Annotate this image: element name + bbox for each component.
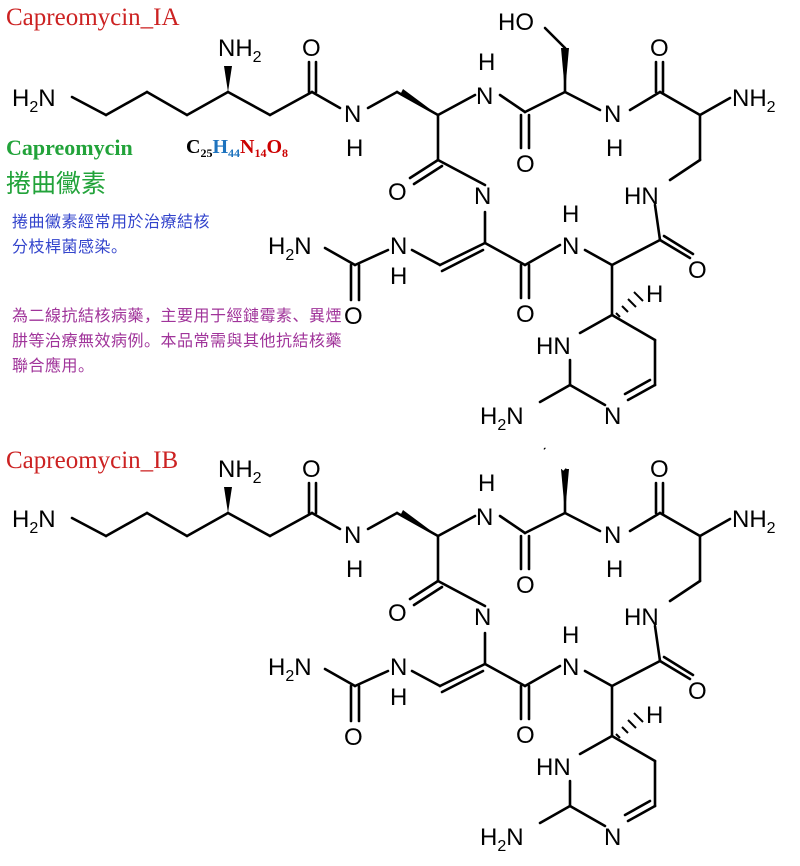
urea-nh-n: N: [390, 654, 407, 681]
drug-name-english: Capreomycin: [6, 135, 133, 160]
ring-oxygen-top: O: [516, 572, 535, 599]
ring-nh-top-h: H: [478, 49, 495, 76]
molecular-formula: C25H44N14O8: [186, 136, 288, 161]
ring-nh-right-n: N: [604, 101, 621, 128]
ring-oxygen-lower-right: O: [688, 678, 707, 705]
right-amine-label: NH2: [732, 506, 776, 537]
amide-hydrogen-label: H: [346, 135, 363, 162]
ring-oxygen-right: O: [650, 35, 669, 62]
amide-nitrogen-label: N: [344, 101, 361, 128]
amide-oxygen-label: O: [302, 35, 321, 62]
atom-labels-ib: H2N NH2 O N H H N O N H O NH2 HN O H N O…: [12, 456, 776, 855]
formula-count-o: 8: [282, 146, 289, 160]
pyrimidine-n-label: N: [604, 403, 621, 430]
amide-hydrogen-label: H: [346, 556, 363, 583]
formula-element-n: N14: [240, 136, 267, 160]
usage-note: 捲曲黴素經常用於治療結核分枝桿菌感染。: [12, 214, 211, 256]
ring-nh-right-h: H: [606, 135, 623, 162]
right-amine-label: NH2: [732, 85, 776, 116]
ring-nh-right-n: N: [604, 522, 621, 549]
urea-nh-n: N: [390, 233, 407, 260]
ring-oxygen-left: O: [388, 179, 407, 206]
drug-name-chinese: 捲曲黴素: [6, 170, 107, 198]
title-capreomycin-ia: Capreomycin_IA: [6, 4, 180, 31]
ring-nh-left-n: N: [474, 604, 491, 631]
ring-nh-top-h: H: [478, 470, 495, 497]
urea-oxygen-label: O: [344, 303, 363, 330]
urea-nh-h: H: [390, 263, 407, 290]
urea-oxygen-label: O: [344, 724, 363, 751]
formula-element-h: H44: [212, 136, 241, 160]
pyrimidine-amine-label: H2N: [480, 403, 524, 434]
stereo-hydrogen: H: [646, 702, 663, 729]
ring-oxygen-bottom: O: [516, 722, 535, 749]
side-amine-label: NH2: [218, 456, 262, 487]
ring-oxygen-top: O: [516, 151, 535, 178]
ring-oxygen-left: O: [388, 600, 407, 627]
pyrimidine-n-label: N: [604, 824, 621, 851]
urea-nh-h: H: [390, 684, 407, 711]
amide-nitrogen-label: N: [344, 522, 361, 549]
urea-amine-label: H2N: [268, 654, 312, 685]
pyrimidine-hn-label: HN: [536, 333, 571, 360]
ring-nh-left-n: N: [474, 183, 491, 210]
stereo-hydrogen: H: [646, 281, 663, 308]
detail-note: 為二線抗結核病藥，主要用于經鏈霉素、異煙肼等治療無效病例。本品常需與其他抗結核藥…: [12, 308, 343, 375]
ring-nh-bottom-n: N: [562, 654, 579, 681]
ring-nh-top-n: N: [476, 504, 493, 531]
pyrimidine-amine-label: H2N: [480, 824, 524, 855]
ring-hn-label: HN: [624, 604, 659, 631]
ring-oxygen-lower-right: O: [688, 257, 707, 284]
ring-nh-bottom-h: H: [562, 201, 579, 228]
formula-element-c: C25: [186, 136, 213, 160]
ring-nh-top-n: N: [476, 83, 493, 110]
ring-oxygen-bottom: O: [516, 301, 535, 328]
formula-count-c: 25: [200, 146, 213, 160]
ring-nh-right-h: H: [606, 556, 623, 583]
title-capreomycin-ib: Capreomycin_IB: [6, 447, 179, 474]
ring-nh-bottom-n: N: [562, 233, 579, 260]
atom-labels-ia: H2N NH2 O N H H N HO O N H O NH2 HN O H …: [12, 9, 776, 434]
urea-amine-label: H2N: [268, 233, 312, 264]
pyrimidine-hn-label: HN: [536, 754, 571, 781]
formula-count-n: 14: [254, 146, 267, 160]
formula-element-o: O8: [266, 136, 289, 160]
amide-oxygen-label: O: [302, 456, 321, 483]
left-amine-label: H2N: [12, 506, 56, 537]
ib-methyl-mask: [543, 447, 567, 471]
ring-nh-bottom-h: H: [562, 622, 579, 649]
ring-oxygen-right: O: [650, 456, 669, 483]
side-amine-label: NH2: [218, 35, 262, 66]
formula-count-h: 44: [228, 146, 241, 160]
hydroxyl-label: HO: [498, 9, 534, 36]
left-amine-label: H2N: [12, 85, 56, 116]
ring-hn-label: HN: [624, 183, 659, 210]
